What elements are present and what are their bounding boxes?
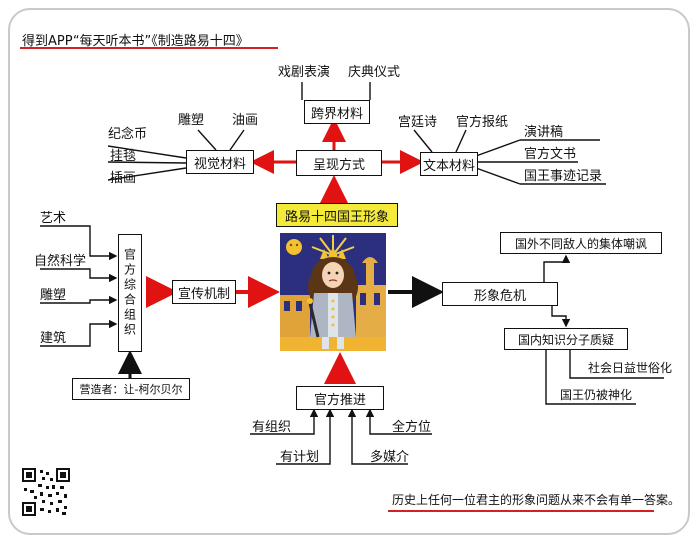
visual-item: 插画: [110, 171, 137, 186]
org-input: 建筑: [40, 331, 67, 346]
text-item: 国王事迹记录: [524, 169, 603, 184]
promotion-box: 官方推进: [296, 386, 384, 410]
domestic-doubt-box: 国内知识分子质疑: [504, 328, 628, 350]
org-input: 雕塑: [40, 288, 67, 303]
center-title-label: 路易十四国王形象: [284, 209, 389, 225]
crisis-box: 形象危机: [442, 282, 558, 306]
promotion-item: 有计划: [280, 450, 320, 465]
text-materials-box: 文本材料: [420, 152, 478, 176]
domestic-doubt-label: 国内知识分子质疑: [517, 332, 614, 347]
promotion-item: 多媒介: [370, 450, 410, 465]
louis-xiv-portrait: [280, 233, 386, 351]
promotion-label: 官方推进: [313, 392, 366, 408]
visual-materials-label: 视觉材料: [193, 156, 246, 172]
presentation-box: 呈现方式: [296, 150, 382, 176]
visual-item: 油画: [232, 113, 259, 128]
domestic-item: 国王仍被神化: [560, 388, 633, 402]
text-item: 官方报纸: [456, 115, 509, 130]
org-input: 自然科学: [34, 254, 87, 269]
founder-box: 营造者：让-柯尔贝尔: [72, 378, 190, 400]
footer-conclusion: 历史上任何一位君主的形象问题从来不会有单一答案。: [392, 493, 681, 507]
text-item: 演讲稿: [524, 125, 564, 140]
promotion-item: 有组织: [252, 420, 292, 435]
page-title: 得到APP“每天听本书”《制造路易十四》: [22, 34, 249, 49]
text-item: 宫廷诗: [398, 115, 438, 130]
foreign-mockery-label: 国外不同敌人的集体嘲讽: [514, 236, 647, 251]
stage-materials-label: 跨界材料: [310, 106, 363, 122]
text-item: 官方文书: [524, 147, 577, 162]
stage-item: 戏剧表演: [278, 65, 331, 80]
stage-item: 庆典仪式: [348, 65, 401, 80]
domestic-item: 社会日益世俗化: [588, 361, 673, 375]
mechanism-label: 宣传机制: [177, 286, 230, 302]
presentation-label: 呈现方式: [312, 157, 365, 173]
foreign-mockery-box: 国外不同敌人的集体嘲讽: [500, 232, 662, 254]
text-materials-label: 文本材料: [422, 158, 475, 174]
official-organization-box: 官方综合组织: [118, 234, 142, 352]
stage-materials-box: 跨界材料: [304, 100, 370, 124]
center-title: 路易十四国王形象: [276, 203, 398, 227]
official-organization-label: 官方综合组织: [122, 248, 137, 338]
founder-label: 营造者：让-柯尔贝尔: [79, 383, 183, 396]
crisis-label: 形象危机: [473, 288, 526, 304]
visual-item: 纪念币: [108, 127, 148, 142]
promotion-item: 全方位: [392, 420, 432, 435]
org-input: 艺术: [40, 211, 67, 226]
mechanism-box: 宣传机制: [172, 280, 236, 304]
visual-materials-box: 视觉材料: [186, 150, 254, 174]
qr-code: [22, 468, 70, 516]
visual-item: 挂毯: [110, 149, 137, 164]
visual-item: 雕塑: [178, 113, 205, 128]
